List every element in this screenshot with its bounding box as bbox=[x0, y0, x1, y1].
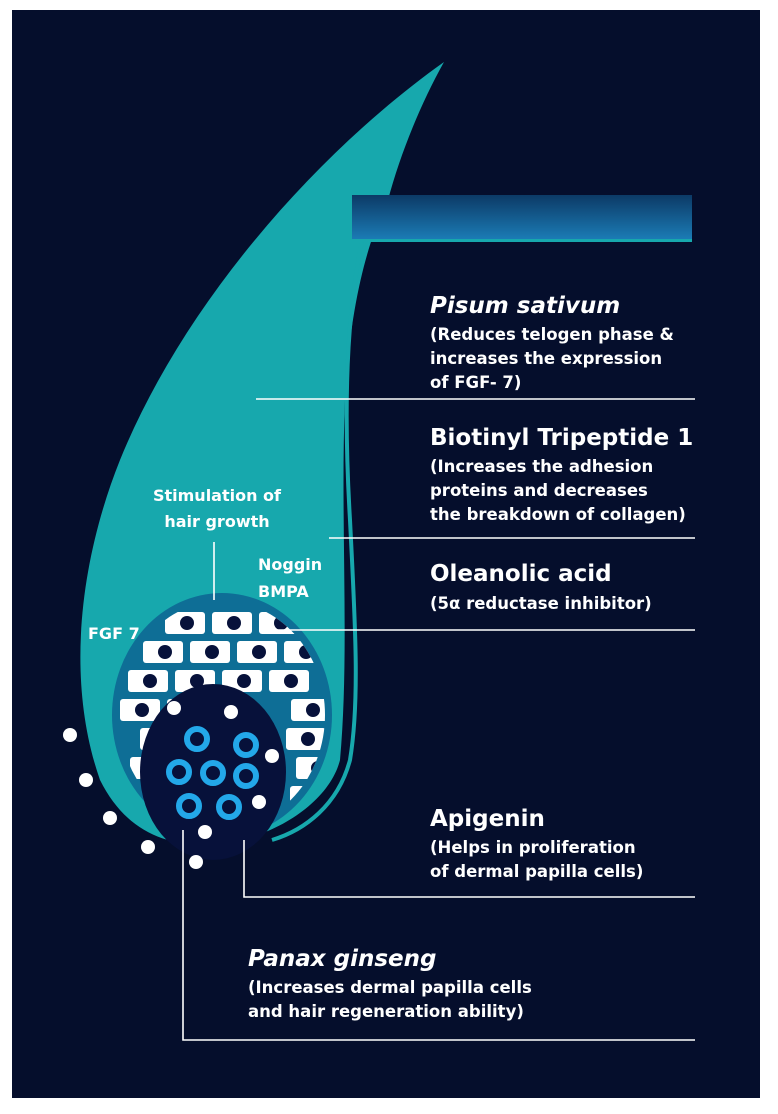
shaft-bar bbox=[352, 195, 692, 239]
white-dot bbox=[63, 728, 77, 742]
cell-nucleus bbox=[284, 674, 298, 688]
annotation-title: Apigenin bbox=[430, 806, 545, 832]
cell-nucleus bbox=[252, 645, 266, 659]
annotation-desc-line: of dermal papilla cells) bbox=[430, 862, 643, 881]
leader-panax bbox=[182, 830, 695, 1041]
white-dot bbox=[224, 705, 238, 719]
annotation-desc-line: of FGF- 7) bbox=[430, 373, 521, 392]
annotation-desc-line: the breakdown of collagen) bbox=[430, 505, 686, 524]
annotation-desc-line: increases the expression bbox=[430, 349, 662, 368]
white-dot bbox=[265, 749, 279, 763]
papilla-cell-ring bbox=[166, 759, 192, 785]
cell-nucleus bbox=[227, 616, 241, 630]
white-dot bbox=[189, 855, 203, 869]
white-dot bbox=[252, 795, 266, 809]
papilla-cell-ring bbox=[233, 763, 259, 789]
papilla-cell-ring bbox=[216, 794, 242, 820]
annotation-oleanolic: Oleanolic acid (5α reductase inhibitor) bbox=[430, 561, 652, 613]
papilla-cell-ring bbox=[200, 760, 226, 786]
cell-nucleus bbox=[190, 674, 204, 688]
cell-nucleus bbox=[205, 645, 219, 659]
white-dot bbox=[103, 811, 117, 825]
white-dot bbox=[141, 840, 155, 854]
scattered-dots bbox=[63, 701, 279, 869]
papilla-cell-ring bbox=[176, 793, 202, 819]
annotation-title: Biotinyl Tripeptide 1 bbox=[430, 425, 693, 451]
annotation-panax: Panax ginseng (Increases dermal papilla … bbox=[248, 946, 532, 1021]
annotation-pisum: Pisum sativum (Reduces telogen phase & i… bbox=[430, 293, 674, 392]
noggin-label: Noggin bbox=[258, 555, 322, 574]
cell-nucleus bbox=[135, 703, 149, 717]
annotation-title: Oleanolic acid bbox=[430, 561, 612, 587]
white-dot bbox=[79, 773, 93, 787]
annotation-desc-line: (Increases the adhesion bbox=[430, 457, 653, 476]
annotation-biotinyl: Biotinyl Tripeptide 1 (Increases the adh… bbox=[430, 425, 693, 524]
cell-nucleus bbox=[143, 674, 157, 688]
cell-nucleus bbox=[237, 674, 251, 688]
stimulation-label: hair growth bbox=[164, 512, 269, 531]
annotation-desc-line: (Helps in proliferation bbox=[430, 838, 636, 857]
annotation-desc-line: and hair regeneration ability) bbox=[248, 1002, 524, 1021]
annotation-title: Pisum sativum bbox=[430, 293, 620, 319]
fgf-label: FGF 7 bbox=[88, 624, 140, 643]
annotation-desc-line: proteins and decreases bbox=[430, 481, 648, 500]
cell-nucleus bbox=[180, 616, 194, 630]
cell-nucleus bbox=[306, 703, 320, 717]
annotation-title: Panax ginseng bbox=[248, 946, 437, 972]
annotation-desc-line: (Increases dermal papilla cells bbox=[248, 978, 532, 997]
annotation-desc-line: (5α reductase inhibitor) bbox=[430, 594, 652, 613]
shaft-bar-edge bbox=[360, 239, 692, 242]
cell-nucleus bbox=[301, 732, 315, 746]
stimulation-label: Stimulation of bbox=[153, 486, 282, 505]
leader-lines bbox=[182, 398, 695, 1041]
white-dot bbox=[167, 701, 181, 715]
annotation-desc-line: (Reduces telogen phase & bbox=[430, 325, 674, 344]
cell-nucleus bbox=[158, 645, 172, 659]
dermal-papilla bbox=[140, 684, 286, 860]
outer-root-sheath bbox=[271, 241, 364, 842]
leader-apigenin bbox=[243, 840, 695, 898]
papilla-cell-ring bbox=[184, 726, 210, 752]
white-dot bbox=[198, 825, 212, 839]
bmpa-label: BMPA bbox=[258, 582, 309, 601]
hair-bulb bbox=[112, 593, 332, 860]
annotation-apigenin: Apigenin (Helps in proliferation of derm… bbox=[430, 806, 643, 881]
papilla-cell-ring bbox=[233, 732, 259, 758]
papilla-cells bbox=[166, 726, 259, 820]
